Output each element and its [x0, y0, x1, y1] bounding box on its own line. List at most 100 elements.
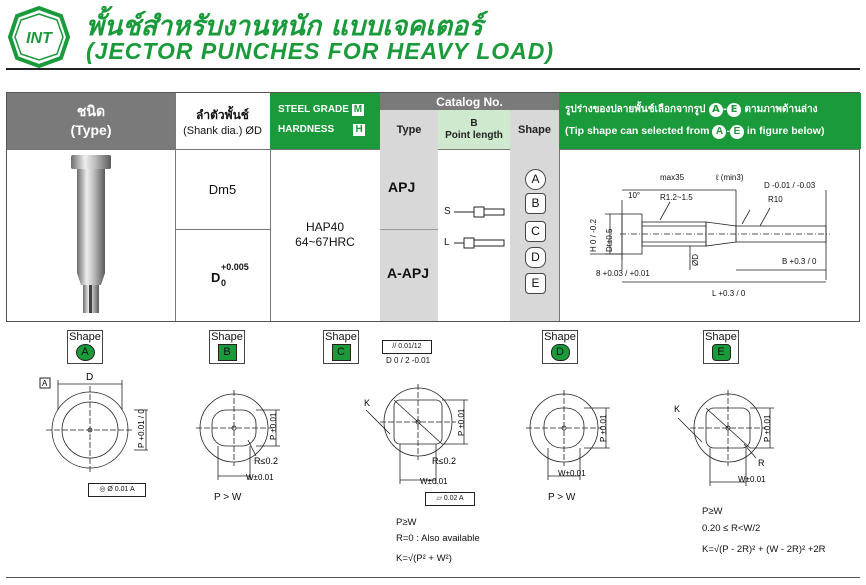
dim-r10: R10: [768, 195, 783, 204]
shape-e-note-1: P≥W: [702, 506, 723, 517]
shape-e-option: E: [525, 273, 546, 294]
dim-max35: max35: [660, 173, 685, 182]
tip-to-mark: E: [726, 103, 741, 117]
catalog-type-column: APJ A-APJ: [380, 149, 438, 321]
shape-c-tag: C: [331, 344, 351, 361]
shank-d-main: D: [211, 270, 221, 285]
shape-e-drawing: K P ±0.01 R W±0.01: [674, 390, 774, 486]
tip-header-english-post: in figure below): [746, 125, 825, 137]
shape-d-dim-w: W±0.01: [558, 469, 586, 478]
col-divider: [175, 93, 176, 321]
col-divider: [270, 149, 271, 321]
tip-from-mark-en: A: [712, 125, 727, 139]
shape-c-note-1: P≥W: [396, 517, 417, 528]
shape-e-word: Shape: [705, 331, 737, 343]
point-length-letter: B: [470, 117, 478, 129]
shape-d-option: D: [525, 247, 546, 268]
steel-grade-mark: M: [351, 104, 364, 116]
shape-d-dim-p: P ±0.01: [599, 414, 608, 442]
shape-d-tag: D: [550, 344, 570, 361]
shape-a-word: Shape: [69, 331, 101, 343]
shank-header-thai: ลำตัวพั้นช์: [196, 107, 249, 122]
punch-photo: [71, 155, 111, 313]
shape-a-drawing: A D P +0.01 / 0: [39, 372, 148, 474]
row-divider: [175, 229, 270, 230]
dim-l: L +0.3 / 0: [712, 289, 746, 298]
type-a-apj: A-APJ: [387, 265, 430, 281]
shape-a-datum: A: [42, 379, 48, 388]
steel-values: HAP40 64~67HRC: [270, 149, 380, 321]
shape-a-option: A: [525, 169, 546, 190]
hardness-label: HARDNESS: [278, 124, 335, 135]
shape-a-dim-d: D: [86, 372, 93, 383]
shape-e-tag: E: [711, 344, 731, 361]
point-length-diagram: [454, 206, 505, 249]
shape-b-note: P > W: [214, 492, 242, 503]
shape-b-word: Shape: [211, 331, 243, 343]
catalog-type-header: Type: [380, 110, 438, 149]
tip-from-mark: A: [708, 103, 723, 117]
dim-dt: Dt±0.5: [605, 228, 614, 252]
shape-c-dim-p: P ±0.01: [457, 408, 466, 436]
dim-h: H 0 / -0.2: [589, 219, 598, 252]
shape-c-flatness: ⏥ 0.02 A: [425, 492, 475, 506]
shape-d-drawing: P ±0.01 W±0.01: [526, 390, 610, 480]
tip-to-mark-en: E: [729, 125, 744, 139]
point-length-label: Point length: [445, 129, 503, 141]
shape-b-option: B: [525, 193, 546, 214]
shape-c-dim-r: R≤0.2: [432, 456, 456, 466]
shank-value-d: D +0.005 0: [175, 230, 270, 321]
catalog-point-length-header: B Point length: [438, 110, 510, 149]
point-length-l: L: [444, 237, 450, 248]
shape-d-word: Shape: [544, 331, 576, 343]
shape-c-word: Shape: [325, 331, 357, 343]
shape-b-dim-w: W±0.01: [246, 473, 274, 482]
page-title-thai: พั้นช์สำหรับงานหนัก แบบเจคเตอร์: [86, 11, 483, 42]
shape-e-note-2: 0.20 ≤ R<W/2: [702, 523, 761, 534]
hardness-value: 64~67HRC: [295, 235, 355, 249]
tip-header-english-pre: (Tip shape can selected from: [565, 125, 710, 137]
shape-e-dim-p: P ±0.01: [763, 414, 772, 442]
steel-grade-label: STEEL GRADE: [278, 104, 349, 115]
dim-d-tol: D -0.01 / -0.03: [764, 181, 816, 190]
shape-c-drawing: K P ±0.01 R≤0.2 W±0.01: [364, 384, 468, 486]
dim-od: ØD: [691, 254, 700, 266]
bottom-divider: [6, 577, 860, 578]
type-apj: APJ: [388, 179, 416, 195]
shank-header: ลำตัวพั้นช์ (Shank dia.) ØD: [175, 93, 270, 149]
shape-e-dim-k: K: [674, 404, 680, 414]
hardness-mark: H: [353, 124, 366, 136]
type-header-english: (Type): [70, 122, 112, 138]
shank-d-sup: +0.005: [221, 262, 249, 272]
page-title-english: (JECTOR PUNCHES FOR HEAVY LOAD): [86, 38, 555, 64]
dim-r12: R1.2~1.5: [660, 193, 693, 202]
dim-eight: 8 +0.03 / +0.01: [596, 269, 650, 278]
shape-c-option: C: [525, 221, 546, 242]
shape-a-dim-p: P +0.01 / 0: [137, 409, 146, 448]
dim-b: B +0.3 / 0: [782, 257, 817, 266]
col-divider: [559, 149, 560, 321]
dim-angle: 10°: [628, 191, 640, 200]
spec-table: ชนิด (Type) ลำตัวพั้นช์ (Shank dia.) ØD …: [6, 92, 861, 322]
shank-d-sub: 0: [221, 278, 227, 288]
shape-a-tolerance: ◎ Ø 0.01 A: [88, 483, 146, 497]
title-divider: [6, 68, 860, 70]
logo-text: INT: [26, 30, 53, 47]
shape-b-tag: B: [217, 344, 237, 361]
tip-header-thai: รูปร่างของปลายพั้นช์เลือกจากรูป: [565, 104, 706, 115]
shank-value-dm5: Dm5: [208, 181, 237, 197]
punch-dimension-drawing: max35 ℓ (min3) D -0.01 / -0.03 10° R1.2~…: [589, 173, 830, 298]
shape-column: A B C D E: [510, 149, 559, 321]
type-header-thai: ชนิด: [76, 104, 106, 120]
type-header: ชนิด (Type): [7, 93, 175, 149]
shape-e-note-3: K=√(P - 2R)² + (W - 2R)² +2R: [702, 544, 826, 555]
shape-c-dim-w: W±0.01: [420, 477, 448, 486]
steel-grade-value: HAP40: [305, 220, 345, 234]
shape-a-tag: A: [75, 344, 95, 361]
catalog-header: Catalog No.: [380, 93, 559, 110]
shank-header-english: (Shank dia.) ØD: [183, 124, 262, 137]
shape-b-drawing: P ±0.01 R≤0.2 W±0.01: [196, 390, 280, 482]
